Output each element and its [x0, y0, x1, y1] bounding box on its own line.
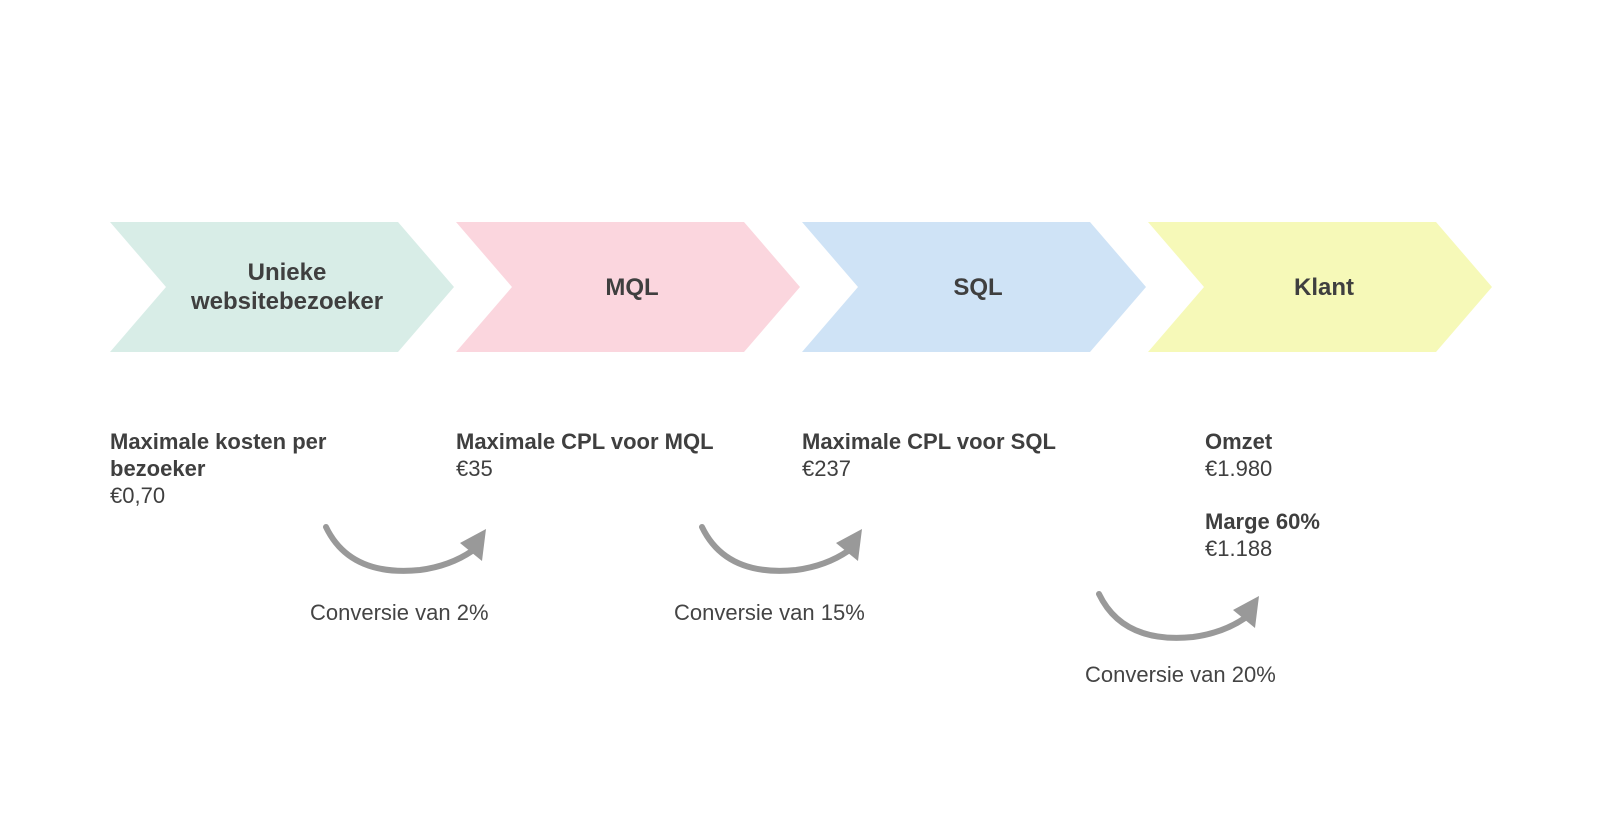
curved-arrow-icon: [323, 524, 486, 574]
chevron-stage-1: [110, 222, 454, 352]
curved-arrow-icon: [1096, 591, 1259, 641]
chevron-stage-2: [456, 222, 800, 352]
chevron-stage-4: [1148, 222, 1492, 352]
stage-label-bezoeker: Unieke websitebezoeker: [190, 259, 384, 315]
metric-value: €35: [456, 456, 493, 481]
metric-klant: Omzet €1.980 Marge 60% €1.188: [1205, 428, 1465, 562]
chevron-stage-3: [802, 222, 1146, 352]
conversion-label: Conversie van 2%: [310, 600, 489, 625]
metric-sql: Maximale CPL voor SQL €237: [802, 428, 1122, 482]
stage-label-klant: Klant: [1294, 273, 1354, 301]
metric-title: Maximale CPL voor SQL: [802, 429, 1056, 454]
metric-title: Maximale CPL voor MQL: [456, 429, 714, 454]
metric-bezoeker: Maximale kosten per bezoeker €0,70: [110, 428, 380, 509]
metric-extra-value: €1.188: [1205, 536, 1273, 561]
metric-mql: Maximale CPL voor MQL €35: [456, 428, 776, 482]
metric-title: Maximale kosten per bezoeker: [110, 429, 327, 481]
metric-value: €0,70: [110, 483, 166, 508]
conversion-label: Conversie van 15%: [674, 600, 865, 625]
curved-arrow-icon: [699, 524, 862, 574]
metric-title: Omzet: [1205, 429, 1273, 454]
conversion-label: Conversie van 20%: [1085, 662, 1276, 687]
stage-label-mql: MQL: [605, 273, 659, 301]
metric-extra-title: Marge 60%: [1205, 509, 1320, 534]
metric-value: €1.980: [1205, 456, 1273, 481]
stage-label-sql: SQL: [953, 273, 1003, 301]
metric-value: €237: [802, 456, 851, 481]
